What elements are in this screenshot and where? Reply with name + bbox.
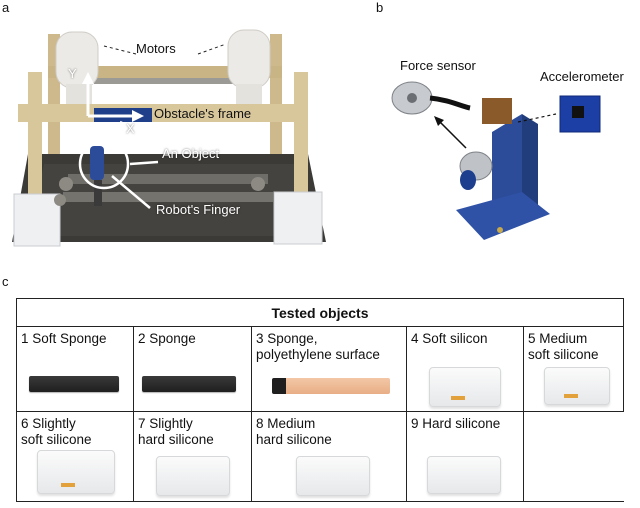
object-image-1 (29, 376, 119, 392)
frame-post-right (270, 34, 282, 154)
axis-y-arrowhead (82, 72, 94, 84)
object-image-9 (427, 456, 501, 494)
object-cell-8: 8 Medium hard silicone (252, 412, 407, 501)
force-sensor-center (407, 93, 417, 103)
mount-column-side (522, 114, 538, 218)
robot-finger (90, 146, 104, 180)
object-arrow (129, 160, 159, 166)
force-sensor-arrowhead (434, 116, 444, 126)
obstacle-frame-label: Obstacle's frame (154, 106, 252, 121)
robot-finger-label: Robot's Finger (156, 202, 241, 217)
panel-letter-b: b (376, 0, 384, 15)
object-label-5: 5 Medium soft silicone (528, 331, 599, 362)
object-cell-3: 3 Sponge, polyethylene surface (252, 327, 407, 412)
gantry-rail (78, 78, 258, 84)
object-cell-7: 7 Slightly hard silicone (134, 412, 252, 501)
bearing-2 (251, 177, 265, 191)
object-label-3: 3 Sponge, polyethylene surface (256, 331, 380, 362)
object-cell-5: 5 Medium soft silicone (524, 327, 624, 412)
object-label-6: 6 Slightly soft silicone (21, 416, 92, 447)
mount-screw (497, 227, 503, 233)
motor-right (227, 29, 271, 104)
rig-illustration (12, 29, 326, 247)
object-image-8 (296, 456, 370, 496)
finger-mount (94, 180, 102, 206)
bearing-1 (59, 177, 73, 191)
bearing-3 (54, 194, 66, 206)
pin-header (482, 98, 512, 124)
object-cell-9: 9 Hard silicone (407, 412, 524, 501)
finger-arrow (111, 175, 151, 209)
axis-x-arrowhead (132, 110, 144, 122)
object-cell-1: 1 Soft Sponge (17, 327, 134, 412)
panel-letter-c: c (2, 274, 9, 289)
sensor-illustration (391, 81, 601, 240)
object-label-9: 9 Hard silicone (411, 416, 501, 431)
object-cell-2: 2 Sponge (134, 327, 252, 412)
object-image-5 (544, 367, 610, 405)
panel-letter-a: a (2, 0, 10, 15)
force-sensor-label: Force sensor (400, 58, 476, 73)
an-object-label: An Object (162, 146, 220, 161)
force-sensor-arrow (437, 119, 467, 149)
rail-bottom (63, 192, 273, 202)
axis-y-label: Y (68, 66, 77, 81)
object-image-2 (142, 376, 236, 392)
accelerometer-label: Accelerometer (540, 69, 624, 84)
object-label-1: 1 Soft Sponge (21, 331, 107, 346)
object-image-7 (156, 456, 230, 496)
accelerometer-board (559, 95, 601, 133)
object-label-8: 8 Medium hard silicone (256, 416, 332, 447)
rig-photo: Motors Y X Obstacle's frame An Object Ro… (8, 14, 328, 250)
finger-tip (460, 170, 476, 190)
object-label-2: 2 Sponge (138, 331, 196, 346)
empty-cell (524, 412, 624, 501)
object-image-3 (272, 378, 390, 394)
rail-top (68, 174, 268, 184)
motors-pointer-right (197, 43, 227, 55)
controller-box-left (13, 193, 61, 247)
sensor-photo: Force sensor Accelerometer (372, 14, 640, 250)
controller-box-right (273, 191, 323, 245)
tested-objects-table: Tested objects 1 Soft Sponge 2 Sponge 3 … (16, 298, 624, 502)
object-label-4: 4 Soft silicon (411, 331, 488, 346)
accelerometer-chip (572, 106, 584, 118)
object-image-4 (429, 367, 501, 407)
object-highlight-circle (78, 138, 130, 190)
object-cell-6: 6 Slightly soft silicone (17, 412, 134, 501)
object-image-6 (37, 450, 115, 494)
motors-pointer-left (103, 45, 137, 55)
motor-left (55, 31, 99, 104)
force-sensor-cable (429, 95, 471, 111)
object-cell-4: 4 Soft silicon (407, 327, 524, 412)
frame-back-beam (48, 66, 282, 78)
mount-base (456, 192, 550, 240)
motors-label: Motors (136, 41, 176, 56)
table-title: Tested objects (17, 299, 623, 327)
accelerometer-arrow (517, 113, 557, 123)
object-label-7: 7 Slightly hard silicone (138, 416, 214, 447)
obstacle-arrow (119, 120, 159, 142)
axis-x-label: X (126, 121, 135, 136)
